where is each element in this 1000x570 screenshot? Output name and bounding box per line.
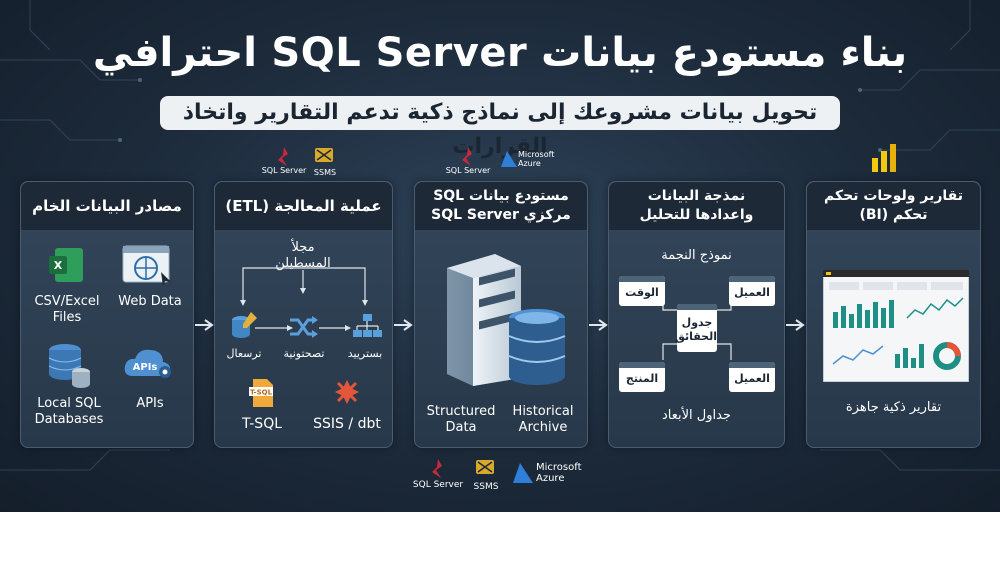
azure-label-bottom: Microsoft Azure — [536, 462, 582, 484]
fact-table: جدول الحقائق — [675, 304, 717, 352]
dim-customer-1: العميل — [729, 276, 775, 306]
sql-file-icon: T-SQL — [249, 379, 273, 407]
tsql-badge-text: T-SQL — [250, 389, 273, 397]
ssis-icon — [335, 380, 359, 404]
dashboard-icon — [823, 270, 969, 382]
warehouse-historical-archive: Historical Archive — [512, 404, 574, 435]
page-subtitle: تحويل بيانات مشروعك إلى نماذج ذكية تدعم … — [160, 96, 840, 159]
dimension-tables-label: جداول الأبعاد — [662, 408, 731, 423]
arrow-1 — [195, 319, 214, 331]
panel-modeling: نمذجة البيانات واعدادها للتحليل نموذج ال… — [608, 181, 785, 448]
dim-customer-1-label: العميل — [734, 286, 770, 299]
sql-server-icon — [462, 147, 472, 166]
dim-customer-2: العميل — [729, 362, 775, 392]
ssms-logo-bottom: SSMS — [474, 458, 498, 492]
panel-etl: عملية المعالجة (ETL) مجلأ المسطيلن ترسعا… — [214, 181, 393, 448]
cylinder-db-icon — [508, 309, 566, 385]
azure-icon — [501, 151, 517, 167]
dim-time-label: الوقت — [625, 286, 659, 299]
star-schema-label: نموذج النجمة — [661, 248, 732, 263]
sql-server-logo-top-2: SQL Server — [446, 146, 490, 175]
page-title: بناء مستودع بيانات SQL Server احترافي — [92, 30, 908, 76]
etl-step-extract: ترسعال — [226, 347, 262, 360]
etl-load-icon — [353, 314, 382, 337]
arrow-3 — [589, 319, 608, 331]
etl-tool-ssis: SSIS / dbt — [313, 416, 381, 432]
azure-logo-bottom: Microsoft Azure — [512, 462, 582, 488]
arrow-2 — [394, 319, 413, 331]
ssms-logo-top: SSMS — [313, 146, 337, 177]
excel-icon: X — [49, 248, 83, 282]
powerbi-icon — [872, 144, 896, 172]
azure-label-top: Microsoft Azure — [518, 150, 555, 168]
server-icon — [447, 254, 566, 386]
database-icon — [48, 344, 90, 388]
panel-sources: مصادر البيانات الخام X CSV/Excel Files W… — [20, 181, 194, 448]
powerbi-logo — [870, 142, 900, 178]
sql-server-icon — [278, 147, 288, 166]
azure-icon — [513, 463, 533, 483]
source-apis: APIs — [136, 396, 164, 411]
etl-stage-label: مجلأ المسطيلن — [275, 240, 331, 271]
sql-server-logo-top-1: SQL Server — [262, 146, 306, 175]
sql-server-icon — [432, 459, 442, 478]
dim-customer-2-label: العميل — [734, 372, 770, 385]
warehouse-structured-data: Structured Data — [426, 404, 496, 435]
web-icon — [122, 245, 171, 286]
panel-modeling-title: نمذجة البيانات واعدادها للتحليل — [609, 182, 784, 230]
panel-bi-title: تقارير ولوحات تحكم تحكم (BI) — [807, 182, 980, 230]
etl-shuffle-icon — [290, 316, 318, 338]
panel-warehouse: مستودع بيانات SQL مركزي SQL Server Struc… — [414, 181, 588, 448]
circuit-background — [0, 0, 1000, 471]
etl-step-transform: تصحتونية — [283, 347, 325, 360]
etl-extract-icon — [232, 312, 257, 338]
sql-server-logo-bottom: SQL Server — [413, 458, 463, 490]
sql-server-label-bottom: SQL Server — [412, 480, 464, 490]
etl-tool-tsql: T-SQL — [241, 416, 283, 432]
ssms-label-bottom: SSMS — [473, 482, 499, 492]
ssms-label-top: SSMS — [313, 168, 337, 177]
sql-server-label-top-1: SQL Server — [261, 166, 307, 175]
sql-server-label-top-2: SQL Server — [445, 166, 491, 175]
arrow-4 — [786, 319, 805, 331]
dim-product: المنتج — [619, 362, 665, 392]
dim-time: الوقت — [619, 276, 665, 306]
source-csv-excel: CSV/Excel Files — [34, 294, 100, 325]
etl-step-load: بسترييد — [347, 347, 383, 360]
source-web-data: Web Data — [118, 294, 182, 309]
source-local-sql: Local SQL Databases — [34, 396, 104, 427]
banner: بناء مستودع بيانات SQL Server احترافي تح… — [0, 0, 1000, 512]
bi-footer-label: تقارير ذكية جاهزة — [845, 400, 942, 415]
dim-product-label: المنتج — [625, 372, 659, 385]
panel-warehouse-title: مستودع بيانات SQL مركزي SQL Server — [415, 182, 587, 230]
panel-etl-title: عملية المعالجة (ETL) — [215, 182, 392, 230]
ssms-icon — [315, 148, 333, 162]
panel-sources-title: مصادر البيانات الخام — [21, 182, 193, 230]
panel-bi: تقارير ولوحات تحكم تحكم (BI) تقارير ذكية… — [806, 181, 981, 448]
svg-text:X: X — [54, 259, 63, 272]
api-cloud-icon: APIs — [124, 349, 171, 378]
etl-flow-lines — [240, 267, 368, 331]
azure-logo-top: Microsoft Azure — [500, 150, 554, 172]
fact-table-label: جدول الحقائق — [675, 316, 717, 343]
ssms-icon — [476, 460, 494, 474]
api-cloud-text: APIs — [133, 362, 158, 373]
